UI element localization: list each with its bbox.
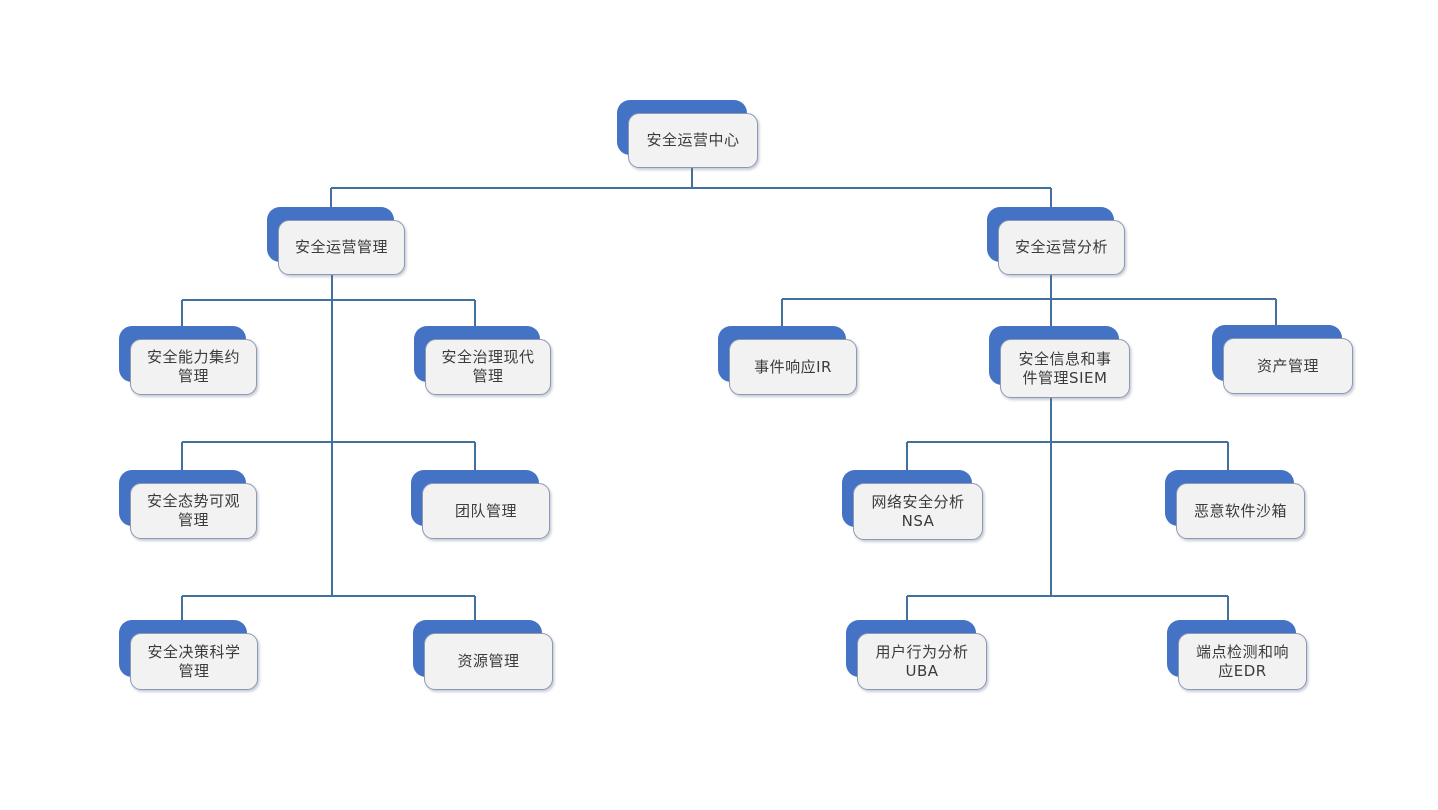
node-label: 资源管理 <box>457 652 520 670</box>
node-body: 网络安全分析 NSA <box>853 483 983 540</box>
node-label: 安全运营管理 <box>294 238 388 256</box>
node-label: 用户行为分析 UBA <box>875 642 969 680</box>
node-team: 团队管理 <box>411 470 550 539</box>
node-body: 安全运营管理 <box>278 220 405 275</box>
node-body: 事件响应IR <box>729 339 857 395</box>
node-label: 事件响应IR <box>754 357 832 376</box>
node-uba: 用户行为分析 UBA <box>846 620 987 690</box>
node-body: 恶意软件沙箱 <box>1176 483 1305 539</box>
node-governance: 安全治理现代 管理 <box>414 326 551 395</box>
node-ops-mgmt: 安全运营管理 <box>267 207 405 275</box>
node-edr: 端点检测和响 应EDR <box>1167 620 1307 690</box>
node-label: 团队管理 <box>454 501 517 520</box>
node-asset: 资产管理 <box>1212 325 1353 394</box>
node-body: 资源管理 <box>424 633 553 690</box>
node-label: 安全运营分析 <box>1014 238 1108 256</box>
node-body: 安全运营中心 <box>628 113 758 168</box>
node-label: 安全能力集约 管理 <box>146 348 240 385</box>
node-label: 安全运营中心 <box>646 131 740 149</box>
node-resource: 资源管理 <box>413 620 553 690</box>
node-label: 安全治理现代 管理 <box>441 348 535 385</box>
node-posture: 安全态势可观 管理 <box>119 470 257 539</box>
node-body: 安全信息和事 件管理SIEM <box>1000 339 1130 398</box>
node-body: 资产管理 <box>1223 338 1353 394</box>
node-ops-analysis: 安全运营分析 <box>987 207 1125 275</box>
node-sandbox: 恶意软件沙箱 <box>1165 470 1305 539</box>
node-siem: 安全信息和事 件管理SIEM <box>989 326 1130 398</box>
node-label: 端点检测和响 应EDR <box>1195 642 1289 680</box>
node-ir: 事件响应IR <box>718 326 857 395</box>
node-body: 安全能力集约 管理 <box>130 339 257 395</box>
node-label: 网络安全分析 NSA <box>871 492 965 530</box>
node-label: 安全决策科学 管理 <box>147 642 241 680</box>
node-body: 安全治理现代 管理 <box>425 339 551 395</box>
node-body: 端点检测和响 应EDR <box>1178 633 1307 690</box>
node-body: 用户行为分析 UBA <box>857 633 987 690</box>
node-label: 资产管理 <box>1256 356 1319 375</box>
node-capability: 安全能力集约 管理 <box>119 326 257 395</box>
node-soc: 安全运营中心 <box>617 100 758 168</box>
node-label: 安全信息和事 件管理SIEM <box>1018 349 1112 387</box>
node-label: 安全态势可观 管理 <box>146 492 240 529</box>
node-label: 恶意软件沙箱 <box>1193 501 1287 520</box>
node-body: 团队管理 <box>422 483 550 539</box>
node-body: 安全决策科学 管理 <box>130 633 258 690</box>
node-body: 安全运营分析 <box>998 220 1125 275</box>
node-decision: 安全决策科学 管理 <box>119 620 258 690</box>
node-nsa: 网络安全分析 NSA <box>842 470 983 540</box>
node-body: 安全态势可观 管理 <box>130 483 257 539</box>
